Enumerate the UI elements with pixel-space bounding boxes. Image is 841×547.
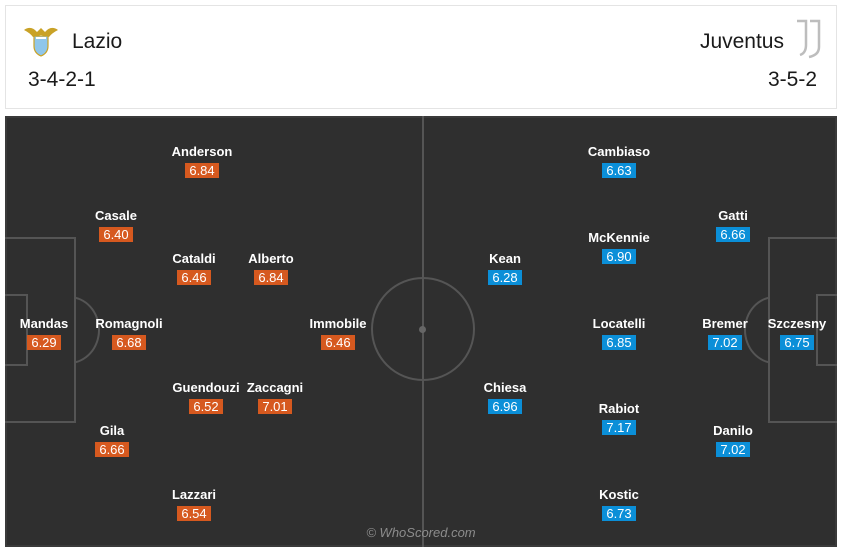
player-name: Gila: [99, 423, 125, 438]
left-penalty-area: [5, 237, 76, 423]
player-card[interactable]: Locatelli 6.85: [574, 316, 664, 352]
player-card[interactable]: Cataldi 6.46: [149, 251, 239, 287]
player-card[interactable]: McKennie 6.90: [574, 230, 664, 266]
player-rating: 6.40: [99, 227, 133, 242]
player-rating: 6.66: [716, 227, 750, 242]
pitch-outline: [5, 116, 837, 547]
player-rating: 6.46: [321, 335, 355, 350]
player-card[interactable]: Szczesny 6.75: [752, 316, 837, 352]
player-card[interactable]: Chiesa 6.96: [460, 380, 550, 416]
center-circle: [371, 277, 475, 381]
player-card[interactable]: Immobile 6.46: [293, 316, 383, 352]
player-rating: 7.01: [258, 399, 292, 414]
player-rating: 6.52: [189, 399, 223, 414]
player-name: Guendouzi: [172, 380, 240, 395]
player-rating: 6.73: [602, 506, 636, 521]
player-card[interactable]: Romagnoli 6.68: [84, 316, 174, 352]
player-name: Immobile: [309, 316, 367, 331]
player-rating: 6.63: [602, 163, 636, 178]
home-team-name: Lazio: [72, 30, 123, 53]
player-rating: 6.75: [780, 335, 814, 350]
player-name: Bremer: [702, 316, 748, 331]
player-card[interactable]: Gatti 6.66: [688, 208, 778, 244]
juventus-j-crest-icon: [797, 19, 821, 59]
player-name: Rabiot: [598, 401, 640, 416]
player-card[interactable]: Gila 6.66: [67, 423, 157, 459]
player-name: Szczesny: [767, 316, 827, 331]
player-name: Gatti: [718, 208, 748, 223]
player-name: Romagnoli: [95, 316, 163, 331]
player-rating: 6.85: [602, 335, 636, 350]
center-spot: [419, 326, 426, 333]
player-card[interactable]: Bremer 7.02: [680, 316, 770, 352]
player-card[interactable]: Kean 6.28: [460, 251, 550, 287]
player-name: Chiesa: [483, 380, 527, 395]
player-rating: 6.84: [254, 270, 288, 285]
player-name: Cambiaso: [587, 144, 651, 159]
player-rating: 7.17: [602, 420, 636, 435]
player-rating: 6.28: [488, 270, 522, 285]
player-card[interactable]: Guendouzi 6.52: [161, 380, 251, 416]
lazio-eagle-crest-icon: [24, 27, 58, 57]
player-name: Anderson: [171, 144, 233, 159]
player-card[interactable]: Mandas 6.29: [5, 316, 89, 352]
player-card[interactable]: Cambiaso 6.63: [574, 144, 664, 180]
player-rating: 6.90: [602, 249, 636, 264]
player-name: Locatelli: [592, 316, 646, 331]
player-rating: 7.02: [708, 335, 742, 350]
player-card[interactable]: Zaccagni 7.01: [230, 380, 320, 416]
away-team-name: Juventus: [699, 30, 784, 53]
player-card[interactable]: Casale 6.40: [71, 208, 161, 244]
player-name: Zaccagni: [246, 380, 304, 395]
player-name: Casale: [95, 208, 137, 223]
player-rating: 6.46: [177, 270, 211, 285]
player-card[interactable]: Kostic 6.73: [574, 487, 664, 523]
player-card[interactable]: Alberto 6.84: [226, 251, 316, 287]
player-card[interactable]: Lazzari 6.54: [149, 487, 239, 523]
player-name: Danilo: [713, 423, 753, 438]
player-rating: 7.02: [716, 442, 750, 457]
player-name: Cataldi: [172, 251, 216, 266]
player-card[interactable]: Anderson 6.84: [157, 144, 247, 180]
player-name: Kean: [489, 251, 521, 266]
player-rating: 6.68: [112, 335, 146, 350]
player-name: Kostic: [599, 487, 639, 502]
player-rating: 6.66: [95, 442, 129, 457]
player-rating: 6.54: [177, 506, 211, 521]
player-rating: 6.84: [185, 163, 219, 178]
away-formation: 3-5-2: [767, 68, 817, 91]
player-name: Mandas: [19, 316, 69, 331]
player-name: McKennie: [588, 230, 650, 245]
player-rating: 6.29: [27, 335, 61, 350]
player-name: Alberto: [248, 251, 294, 266]
player-card[interactable]: Rabiot 7.17: [574, 401, 664, 437]
right-goal-area: [816, 294, 837, 366]
pitch: Anderson 6.84 Casale 6.40 Cataldi 6.46 Albe…: [5, 116, 837, 547]
left-goal-area: [5, 294, 28, 366]
right-penalty-area: [768, 237, 837, 423]
player-name: Lazzari: [171, 487, 217, 502]
watermark: © WhoScored.com: [366, 525, 476, 540]
match-header: Lazio 3-4-2-1 Juventus 3-5-2: [5, 5, 837, 109]
home-formation: 3-4-2-1: [28, 68, 96, 91]
player-card[interactable]: Danilo 7.02: [688, 423, 778, 459]
player-rating: 6.96: [488, 399, 522, 414]
